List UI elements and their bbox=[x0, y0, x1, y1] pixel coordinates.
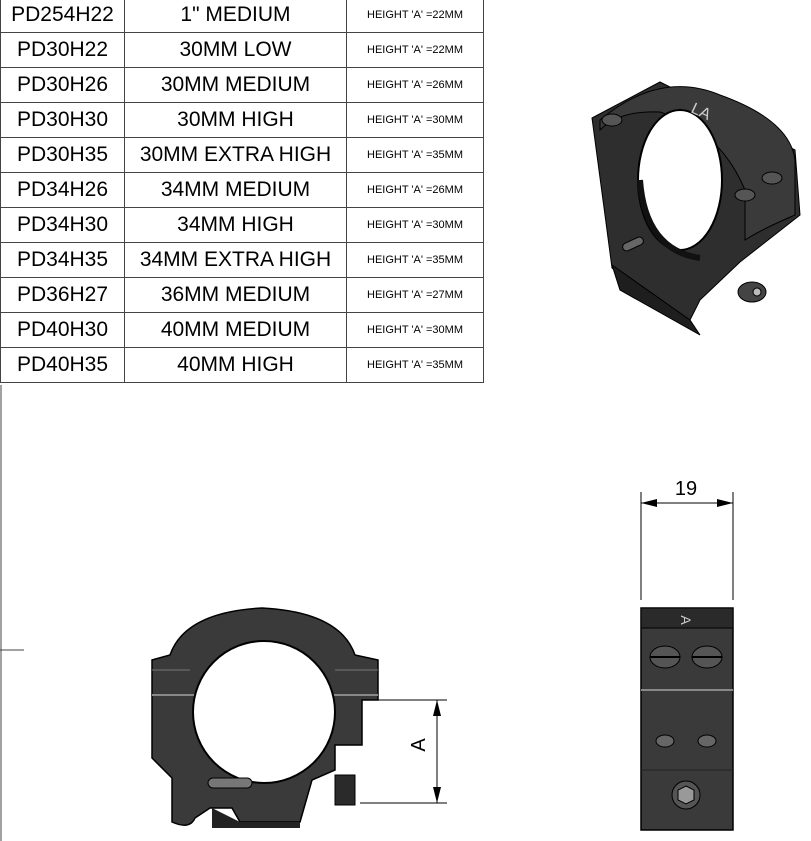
part-number-cell: PD254H22 bbox=[0, 0, 125, 33]
part-number-cell: PD30H35 bbox=[0, 137, 125, 173]
iso-engraving: LA bbox=[688, 100, 713, 124]
side-view-ring-mount: A bbox=[640, 607, 734, 831]
dimension-19: 19 bbox=[640, 478, 734, 600]
iso-view-ring-mount: LA bbox=[591, 81, 801, 336]
height-cell: HEIGHT 'A' =30MM bbox=[346, 207, 484, 243]
description-cell: 30MM LOW bbox=[124, 32, 347, 68]
part-number-cell: PD30H26 bbox=[0, 67, 125, 103]
part-number-cell: PD40H35 bbox=[0, 347, 125, 383]
height-cell: HEIGHT 'A' =30MM bbox=[346, 312, 484, 348]
front-view-ring-mount bbox=[151, 607, 379, 828]
dimension-19-label: 19 bbox=[675, 478, 697, 500]
part-number-cell: PD34H26 bbox=[0, 172, 125, 208]
description-cell: 36MM MEDIUM bbox=[124, 277, 347, 313]
dimension-a: A bbox=[360, 699, 447, 804]
description-cell: 40MM HIGH bbox=[124, 347, 347, 383]
description-cell: 34MM HIGH bbox=[124, 207, 347, 243]
dimension-a-label: A bbox=[408, 738, 430, 752]
part-number-cell: PD34H35 bbox=[0, 242, 125, 278]
height-cell: HEIGHT 'A' =26MM bbox=[346, 172, 484, 208]
arrow-up-icon bbox=[433, 700, 441, 716]
height-cell: HEIGHT 'A' =30MM bbox=[346, 102, 484, 138]
height-cell: HEIGHT 'A' =35MM bbox=[346, 137, 484, 173]
height-cell: HEIGHT 'A' =27MM bbox=[346, 277, 484, 313]
part-number-cell: PD30H30 bbox=[0, 102, 125, 138]
height-cell: HEIGHT 'A' =22MM bbox=[346, 32, 484, 68]
arrow-down-icon bbox=[433, 787, 441, 803]
height-cell: HEIGHT 'A' =35MM bbox=[346, 347, 484, 383]
part-number-cell: PD34H30 bbox=[0, 207, 125, 243]
description-cell: 30MM MEDIUM bbox=[124, 67, 347, 103]
arrow-left-icon bbox=[641, 499, 657, 507]
description-cell: 34MM MEDIUM bbox=[124, 172, 347, 208]
arrow-right-icon bbox=[717, 499, 733, 507]
side-engraving: A bbox=[678, 615, 694, 625]
description-cell: 30MM EXTRA HIGH bbox=[124, 137, 347, 173]
description-cell: 40MM MEDIUM bbox=[124, 312, 347, 348]
height-cell: HEIGHT 'A' =22MM bbox=[346, 0, 484, 33]
